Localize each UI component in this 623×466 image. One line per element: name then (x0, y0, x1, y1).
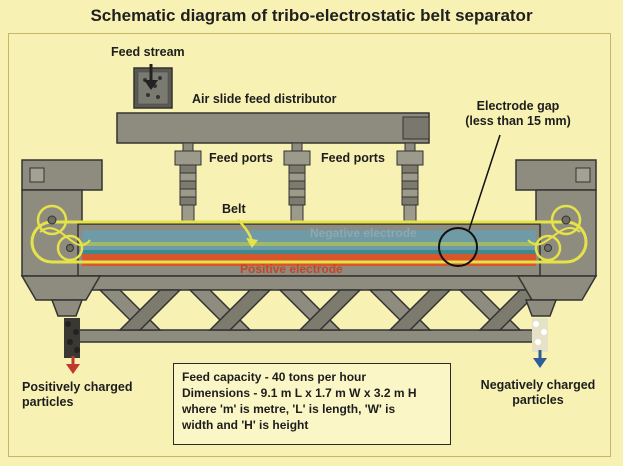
feed-port (283, 142, 311, 226)
positive-particles-label: Positively charged particles (22, 380, 133, 409)
belt-label: Belt (222, 202, 246, 216)
feed-stream-label: Feed stream (111, 45, 185, 59)
blue-down-arrow-icon (533, 350, 547, 368)
positive-discharge-hopper (20, 275, 102, 358)
belt (30, 204, 588, 264)
feed-port (396, 142, 424, 226)
air-slide-label: Air slide feed distributor (192, 92, 337, 106)
electrode-gap-label: Electrode gap (less than 15 mm) (465, 99, 571, 128)
negative-electrode-label: Negative electrode (310, 226, 417, 240)
negative-particles-label: Negatively charged particles (480, 378, 596, 407)
feed-port (174, 142, 202, 226)
feed-ports-label-left: Feed ports (209, 151, 273, 165)
negative-electrode (82, 230, 536, 242)
support-truss (77, 275, 542, 343)
feed-capacity-text: Feed capacity - 40 tons per hour (182, 370, 367, 384)
belt-pointer (237, 219, 258, 248)
air-slide-distributor (116, 112, 430, 144)
positive-electrode-label: Positive electrode (240, 262, 343, 276)
feed-arrow-icon (144, 64, 158, 90)
units-note-text-cont: width and 'H' is height (182, 418, 309, 432)
electrode-gap-pointer (468, 134, 501, 231)
feed-hopper (133, 67, 173, 109)
feed-ports-label-right: Feed ports (321, 151, 385, 165)
diagram-frame (8, 33, 611, 457)
units-note-text: where 'm' is metre, 'L' is length, 'W' i… (182, 402, 396, 416)
specifications-box: Feed capacity - 40 tons per hour Dimensi… (173, 363, 451, 445)
electrode-gap-marker (438, 227, 478, 267)
diagram-title: Schematic diagram of tribo-electrostatic… (90, 6, 533, 25)
dimensions-text: Dimensions - 9.1 m L x 1.7 m W x 3.2 m H (182, 386, 417, 400)
red-down-arrow-icon (66, 356, 80, 374)
negative-discharge-hopper (516, 275, 598, 352)
